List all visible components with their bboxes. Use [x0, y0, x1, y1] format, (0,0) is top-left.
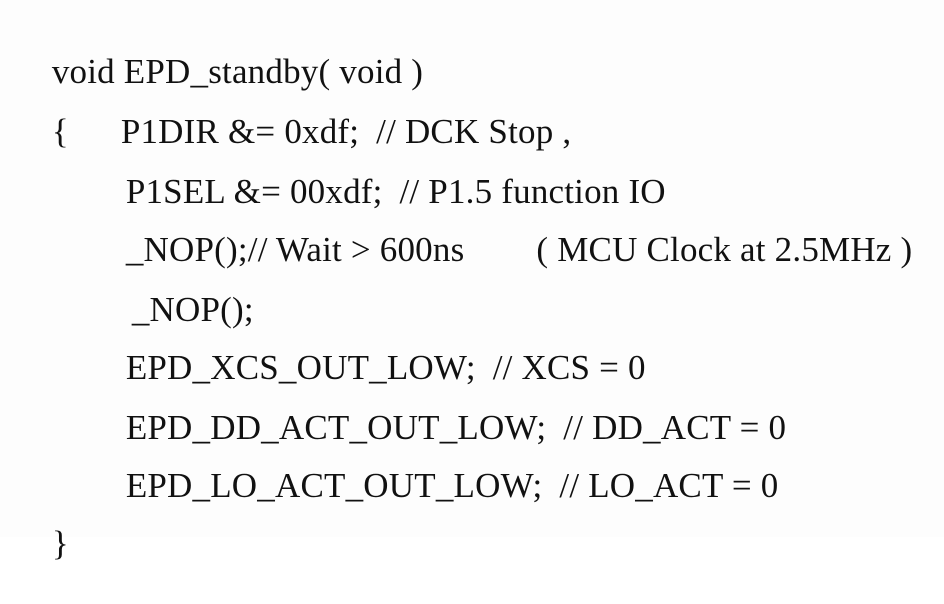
function-signature: void EPD_standby( void )	[16, 12, 423, 132]
comment-dd-act: // DD_ACT = 0	[563, 408, 787, 447]
code-document: void EPD_standby( void ) { P1DIR &= 0xdf;…	[16, 12, 913, 563]
code-line-close: }	[16, 484, 69, 604]
comment-xcs: // XCS = 0	[492, 348, 646, 387]
code-line-3: _NOP();// Wait > 600ns ( MCU Clock at 2.5…	[90, 190, 912, 310]
statement-lo-act-low: EPD_LO_ACT_OUT_LOW;	[125, 466, 543, 505]
code-line-4: _NOP();	[96, 250, 254, 370]
comment-p15-function: // P1.5 function IO	[399, 172, 666, 211]
statement-nop-2: _NOP();	[131, 290, 254, 329]
statement-p1sel: P1SEL &= 00xdf;	[125, 172, 383, 211]
code-line-6: EPD_DD_ACT_OUT_LOW; // DD_ACT = 0	[90, 368, 786, 488]
code-line-1: { P1DIR &= 0xdf; // DCK Stop ,	[16, 72, 571, 192]
comment-lo-act: // LO_ACT = 0	[559, 466, 779, 505]
signature-text: void EPD_standby( void )	[51, 52, 424, 91]
comment-dck-stop: // DCK Stop ,	[376, 112, 572, 151]
close-brace: }	[51, 524, 69, 563]
code-line-2: P1SEL &= 00xdf; // P1.5 function IO	[90, 132, 666, 252]
comment-wait: // Wait > 600ns	[247, 230, 465, 269]
statement-nop-1: _NOP();	[125, 230, 248, 269]
note-mcu-clock: ( MCU Clock at 2.5MHz )	[536, 230, 913, 269]
statement-dd-act-low: EPD_DD_ACT_OUT_LOW;	[125, 408, 547, 447]
statement-p1dir: P1DIR &= 0xdf;	[120, 112, 360, 151]
statement-xcs-low: EPD_XCS_OUT_LOW;	[125, 348, 476, 387]
code-line-5: EPD_XCS_OUT_LOW; // XCS = 0	[90, 308, 646, 428]
open-brace: {	[51, 112, 69, 151]
code-line-7: EPD_LO_ACT_OUT_LOW; // LO_ACT = 0	[90, 426, 778, 546]
